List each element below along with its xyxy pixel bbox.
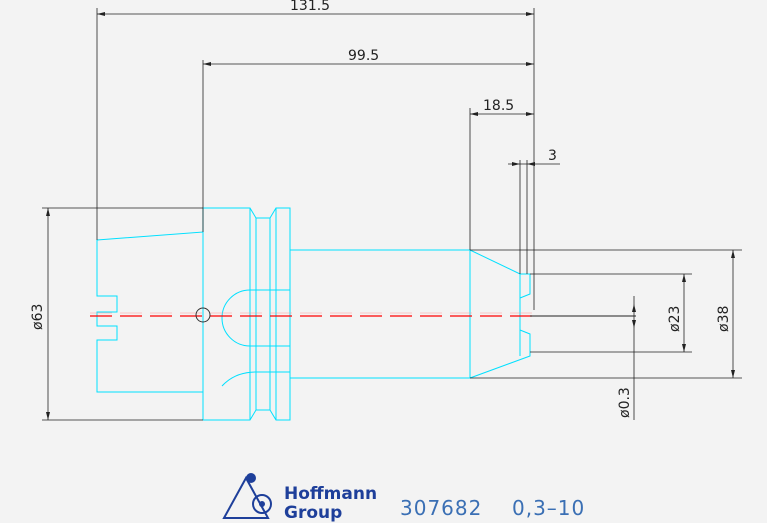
centerline <box>90 307 636 323</box>
dim-shank-length: 99.5 <box>348 48 379 64</box>
brand-line2: Group <box>284 503 342 523</box>
dim-overall-length: 131.5 <box>290 0 330 14</box>
dim-nose-length: 18.5 <box>483 98 514 114</box>
dim-flange-diameter: ø63 <box>30 304 46 330</box>
dim-clamping-diameter: ø0.3 <box>617 387 633 418</box>
dim-nose-diameter: ø38 <box>716 306 732 332</box>
part-outline <box>96 207 531 421</box>
dim-tip-length: 3 <box>548 148 557 164</box>
part-number: 307682 <box>400 496 482 520</box>
dim-bore-diameter: ø23 <box>667 306 683 332</box>
dimension-lines <box>42 8 742 421</box>
hoffmann-logo: Hoffmann Group <box>222 473 377 523</box>
dimension-arrows <box>46 12 735 420</box>
size-range: 0,3–10 <box>512 496 585 520</box>
logo-triangle-icon <box>222 473 272 519</box>
brand-line1: Hoffmann <box>284 484 377 504</box>
